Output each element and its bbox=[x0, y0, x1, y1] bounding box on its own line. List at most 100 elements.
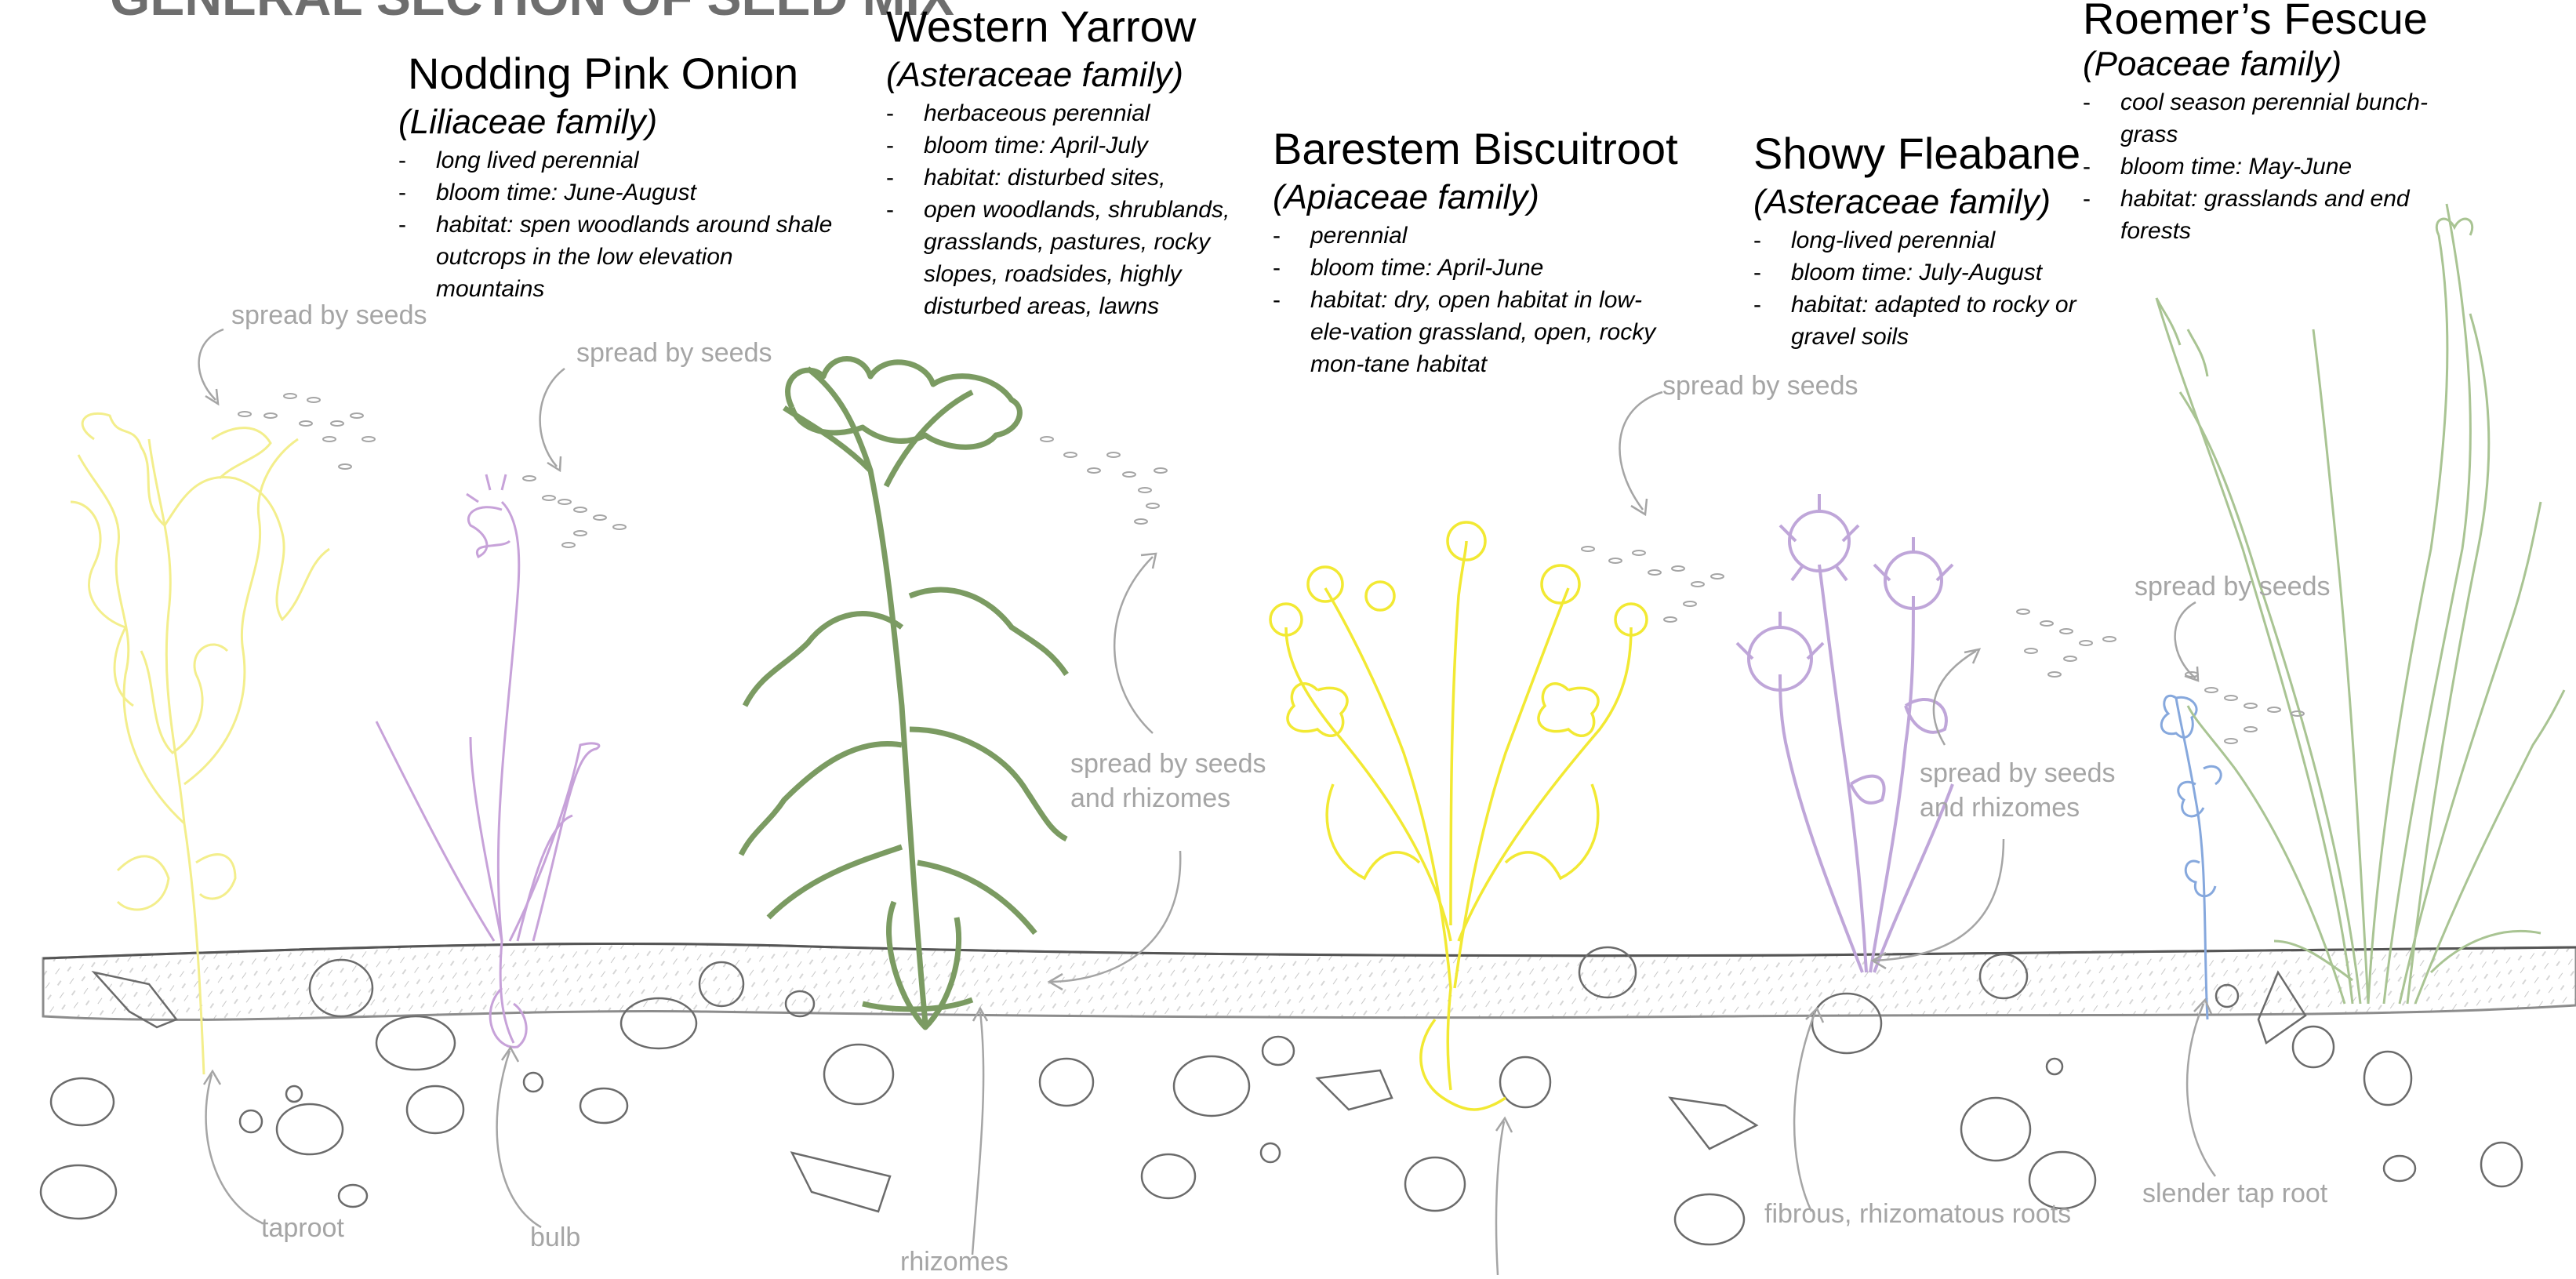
fact-item: bloom time: April-July bbox=[886, 129, 1263, 162]
showy-fleabane-plant bbox=[1737, 494, 1953, 972]
stone bbox=[1142, 1154, 1195, 1198]
plant-facts: long-lived perennial bloom time: July-Au… bbox=[1753, 224, 2114, 353]
plant-label-showy-fleabane: Showy Fleabane (Asteraceae family) long-… bbox=[1753, 129, 2114, 353]
plant-family: (Liliaceae family) bbox=[398, 102, 837, 143]
fact-item: cool season perennial bunch-grass bbox=[2083, 86, 2443, 151]
roemers-fescue-plant bbox=[2156, 204, 2564, 1004]
arrow-seeds-1 bbox=[199, 329, 223, 400]
seeds-group-3 bbox=[1041, 437, 1167, 524]
plant-facts: cool season perennial bunch-grass bloom … bbox=[2083, 86, 2443, 247]
arrow-head bbox=[1631, 499, 1647, 514]
plant-name: Showy Fleabane bbox=[1753, 129, 2114, 179]
stone bbox=[407, 1086, 463, 1133]
plant-label-western-yarrow: Western Yarrow (Asteraceae family) herba… bbox=[886, 2, 1263, 322]
plant-facts: long lived perennial bloom time: June-Au… bbox=[398, 144, 837, 305]
plant-facts: perennial bloom time: April-June habitat… bbox=[1273, 220, 1680, 380]
stone bbox=[2293, 1026, 2334, 1067]
plant-label-barestem-biscuitroot: Barestem Biscuitroot (Apiaceae family) p… bbox=[1273, 124, 1712, 380]
fact-item: long-lived perennial bbox=[1753, 224, 2114, 256]
fact-item: open woodlands, shrublands, grasslands, … bbox=[886, 194, 1263, 322]
stone bbox=[1040, 1059, 1093, 1106]
angular-stone bbox=[792, 1153, 890, 1212]
stone bbox=[2364, 1052, 2411, 1105]
stone bbox=[1500, 1057, 1550, 1107]
barestem-biscuitroot-plant bbox=[1270, 522, 1647, 1110]
arrow-taproot bbox=[206, 1074, 263, 1223]
arrow-seeds-2 bbox=[540, 369, 565, 467]
stone bbox=[1261, 1143, 1280, 1162]
stone bbox=[824, 1045, 893, 1104]
fact-item: herbaceous perennial bbox=[886, 97, 1263, 129]
plant-name: Roemer’s Fescue bbox=[2083, 0, 2443, 44]
fact-item: habitat: dry, open habitat in low-ele-va… bbox=[1273, 284, 1680, 380]
annotation-spread-by-seeds: spread by seeds bbox=[231, 298, 427, 332]
fact-item: bloom time: April-June bbox=[1273, 252, 1680, 284]
angular-stone bbox=[1317, 1070, 1392, 1110]
stone bbox=[1961, 1098, 2030, 1161]
stone bbox=[2384, 1156, 2415, 1181]
plant-family: (Apiaceae family) bbox=[1273, 177, 1712, 218]
arrow-head bbox=[502, 1048, 518, 1062]
stone bbox=[277, 1104, 343, 1154]
annotation-spread-by-seeds: spread by seeds bbox=[576, 336, 772, 370]
stone bbox=[1174, 1056, 1249, 1116]
annotation-rhizomes: rhizomes bbox=[900, 1244, 1008, 1279]
stone bbox=[51, 1078, 114, 1125]
fact-item: bloom time: June-August bbox=[398, 176, 837, 209]
plant-name: Nodding Pink Onion bbox=[408, 49, 831, 99]
seeds-group-4 bbox=[1582, 547, 1724, 622]
plant-label-roemers-fescue: Roemer’s Fescue (Poaceae family) cool se… bbox=[2083, 0, 2443, 247]
stone bbox=[580, 1088, 627, 1123]
stone bbox=[339, 1185, 367, 1207]
arrow-seeds-rhizomes-1-up bbox=[1114, 557, 1153, 733]
stone bbox=[286, 1086, 302, 1102]
plant-family: (Poaceae family) bbox=[2083, 44, 2443, 85]
stone bbox=[240, 1110, 262, 1132]
fact-item: habitat: grasslands and end forests bbox=[2083, 183, 2443, 247]
stone bbox=[1675, 1194, 1744, 1244]
stone bbox=[1263, 1037, 1294, 1065]
annotation-spread-by-seeds-and-rhizomes: spread by seeds and rhizomes bbox=[1920, 756, 2124, 825]
stone bbox=[41, 1165, 116, 1219]
seeds-group-2 bbox=[523, 476, 626, 547]
arrow-slender bbox=[2187, 1004, 2215, 1176]
stone bbox=[2047, 1059, 2062, 1074]
fact-item: habitat: adapted to rocky or gravel soil… bbox=[1753, 289, 2114, 353]
arrow-seeds-3 bbox=[1619, 392, 1662, 510]
fact-item: bloom time: July-August bbox=[1753, 256, 2114, 289]
annotation-bulb: bulb bbox=[530, 1220, 580, 1255]
arrow-seeds-4 bbox=[2175, 602, 2196, 678]
stone bbox=[524, 1073, 543, 1092]
seeds-group-6 bbox=[2185, 672, 2304, 743]
plant-family: (Asteraceae family) bbox=[1753, 182, 2114, 223]
fact-item: bloom time: May-June bbox=[2083, 151, 2443, 183]
annotation-slender-tap-root: slender tap root bbox=[2142, 1176, 2327, 1211]
stone bbox=[376, 1016, 455, 1070]
western-yarrow-plant bbox=[741, 359, 1066, 1028]
stone bbox=[2481, 1143, 2522, 1186]
annotation-spread-by-seeds: spread by seeds bbox=[2135, 569, 2331, 604]
arrow-bulb bbox=[497, 1051, 541, 1227]
stone bbox=[1405, 1157, 1465, 1211]
arrow-seeds-rhizomes-2-down bbox=[1874, 839, 2004, 961]
arrow-rhizomes bbox=[972, 1012, 983, 1255]
fact-item: habitat: spen woodlands around shale out… bbox=[398, 209, 837, 305]
angular-stone bbox=[1670, 1098, 1757, 1149]
arrow-fibrous bbox=[1794, 1012, 1815, 1212]
fact-item: perennial bbox=[1273, 220, 1680, 252]
seed-scatters bbox=[238, 394, 2304, 743]
annotation-fibrous-rhizomatous-roots: fibrous, rhizomatous roots bbox=[1764, 1197, 2071, 1231]
plant-name: Barestem Biscuitroot bbox=[1273, 124, 1712, 174]
seeds-group-5 bbox=[2017, 609, 2116, 677]
fact-item: habitat: disturbed sites, bbox=[886, 162, 1263, 194]
arrow-head bbox=[204, 1071, 220, 1085]
annotation-taproot: taproot bbox=[261, 1211, 344, 1245]
plant-name: Western Yarrow bbox=[886, 2, 1263, 52]
fact-item: long lived perennial bbox=[398, 144, 837, 176]
plant-family-nodding-pink-onion: (Liliaceae family) long lived perennial … bbox=[398, 102, 837, 305]
plant-family: (Asteraceae family) bbox=[886, 55, 1263, 96]
annotation-spread-by-seeds-and-rhizomes: spread by seeds and rhizomes bbox=[1070, 747, 1274, 816]
plant-facts: herbaceous perennial bloom time: April-J… bbox=[886, 97, 1263, 322]
plant-label-nodding-pink-onion: Nodding Pink Onion bbox=[408, 49, 831, 99]
arrow-biscuitroot-root bbox=[1496, 1121, 1504, 1275]
